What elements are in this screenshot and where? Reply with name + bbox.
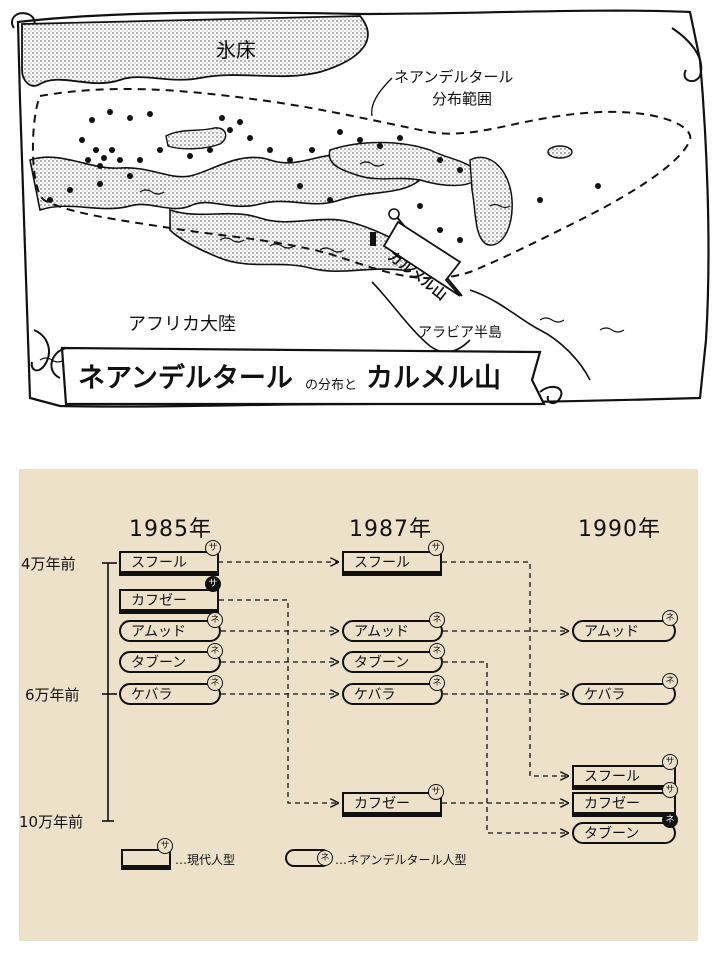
- neanderthal-range-boundary: [31, 88, 692, 280]
- africa-label: アフリカ大陸: [128, 314, 236, 335]
- modern-human-badge: サ: [157, 838, 173, 854]
- modern-human-badge: サ: [662, 754, 678, 770]
- range-label-leader: [371, 77, 393, 117]
- red-sea-coast: [371, 281, 471, 353]
- mount-carmel-marker: [370, 232, 376, 246]
- site-1985-amud: アムッド ネ: [119, 612, 223, 642]
- neanderthal-distribution-map: 氷床 ネアンデルタール 分布範囲 アフリカ大陸 アラビア半島 カルメル山 ネアン…: [0, 0, 720, 430]
- neanderthal-badge: ネ: [429, 675, 445, 691]
- arrow-qafzeh-85-87: [219, 599, 338, 803]
- modern-human-badge: サ: [662, 782, 678, 798]
- age-40k: 4万年前: [21, 555, 76, 573]
- site-1985-sukhul: スフール サ: [119, 540, 221, 573]
- neanderthal-badge: ネ: [207, 612, 223, 628]
- legend-modern-swatch: サ: [121, 838, 173, 867]
- carmel-flag-knob: [388, 208, 400, 220]
- scroll-curl-top-right: [671, 27, 703, 83]
- site-1987-tabun: タブーン ネ: [342, 643, 445, 673]
- site-1987-sukhul: スフール サ: [342, 540, 444, 573]
- map-drawing: [10, 9, 710, 408]
- site-dots: [47, 109, 601, 243]
- site-1985-kebara: ケバラ ネ: [119, 675, 223, 705]
- year-1990: 1990年: [578, 517, 661, 542]
- neanderthal-badge: ネ: [207, 643, 223, 659]
- legend-neanderthal-label: …ネアンデルタール人型: [335, 853, 467, 867]
- transition-arrows: [218, 562, 568, 833]
- neanderthal-badge: ネ: [662, 812, 678, 828]
- timeline-arrows: [102, 469, 698, 941]
- legend-neanderthal-swatch: ネ: [285, 849, 333, 867]
- scroll-outline: [16, 9, 710, 408]
- modern-human-badge: サ: [428, 540, 444, 556]
- banner-title-part2: の分布と: [305, 378, 358, 393]
- island-britain: [165, 127, 227, 150]
- neanderthal-badge: ネ: [207, 675, 223, 691]
- site-1987-qafzeh: カフゼー サ: [342, 784, 444, 814]
- title-banner-frame: [60, 346, 546, 406]
- neanderthal-badge: ネ: [429, 612, 445, 628]
- caspian-region: [469, 156, 513, 246]
- neanderthal-badge: ネ: [662, 610, 678, 626]
- arrow-tabun-87-90: [443, 661, 568, 833]
- carmel-flag: [382, 220, 462, 297]
- site-1990-sukhul: スフール サ: [572, 754, 678, 787]
- site-age-timeline: 1985年 1987年 1990年 4万年前 6万年前 10万年前 スフール サ…: [19, 469, 698, 941]
- scroll-curl-bottom-right: [539, 385, 563, 404]
- black-sea-region: [328, 141, 481, 187]
- site-1987-kebara: ケバラ ネ: [342, 675, 445, 705]
- neanderthal-badge: ネ: [429, 643, 445, 659]
- island-east: [547, 145, 573, 159]
- ice-sheet-area: [21, 15, 369, 87]
- arabia-label: アラビア半島: [418, 325, 502, 341]
- site-1985-qafzeh: カフゼー サ: [119, 576, 221, 611]
- wave-marks: [39, 161, 625, 363]
- age-100k: 10万年前: [19, 813, 84, 831]
- site-1985-tabun: タブーン ネ: [119, 643, 223, 673]
- site-1990-kebara: ケバラ ネ: [572, 673, 678, 705]
- site-1990-tabun: タブーン ネ: [572, 812, 678, 844]
- arrow-sukhul-87-90: [442, 561, 568, 776]
- site-1987-amud: アムッド ネ: [342, 612, 445, 642]
- neanderthal-badge: ネ: [317, 850, 333, 866]
- year-1987: 1987年: [349, 517, 432, 542]
- modern-human-badge: サ: [205, 540, 221, 556]
- age-60k: 6万年前: [25, 686, 80, 704]
- legend-modern-label: …現代人型: [175, 853, 236, 867]
- arabia-coast: [469, 289, 591, 381]
- banner-curl-left: [50, 347, 67, 379]
- ice-sheet-label: 氷床: [216, 38, 256, 62]
- scroll-curl-bottom-left: [30, 329, 50, 372]
- range-label-line1: ネアンデルタール: [394, 68, 514, 86]
- site-1990-qafzeh: カフゼー サ: [572, 782, 678, 814]
- site-1990-amud: アムッド ネ: [572, 610, 678, 642]
- banner-title-part1: ネアンデルタール: [78, 363, 293, 394]
- modern-human-badge: サ: [205, 576, 221, 592]
- modern-human-badge: サ: [428, 784, 444, 800]
- range-label-line2: 分布範囲: [432, 90, 493, 108]
- year-1985: 1985年: [129, 517, 212, 542]
- banner-title-part3: カルメル山: [366, 363, 501, 394]
- neanderthal-badge: ネ: [662, 673, 678, 689]
